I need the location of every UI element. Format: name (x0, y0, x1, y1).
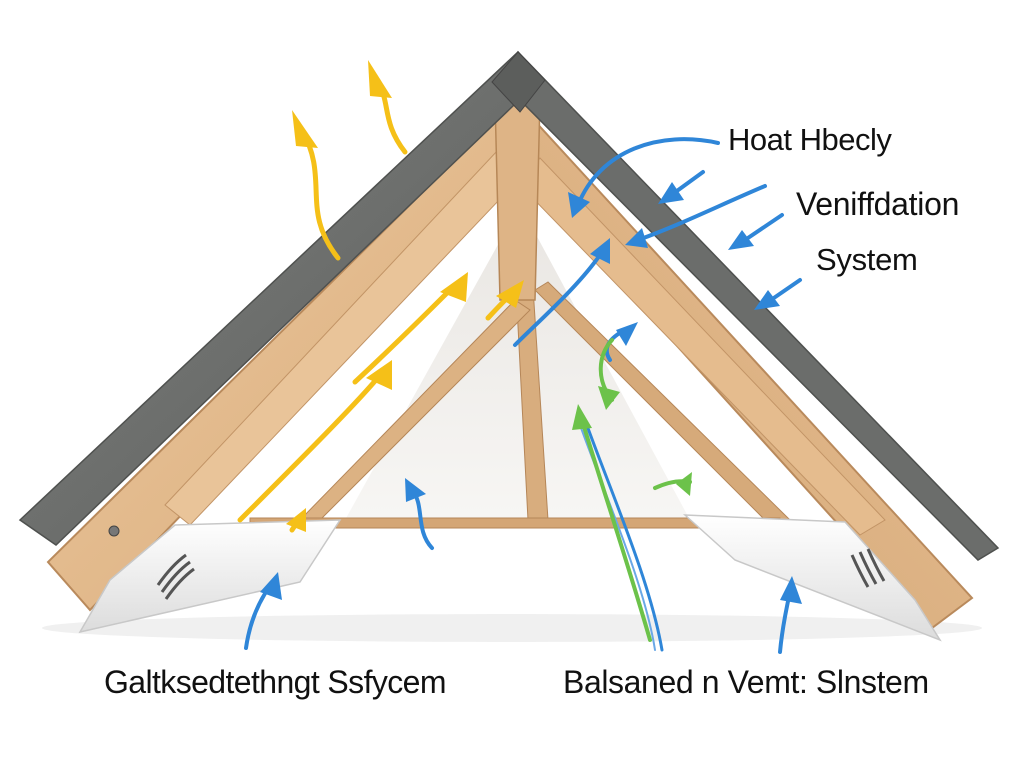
hot-air-arrow-icon (292, 110, 341, 261)
left-soffit-vent (78, 519, 342, 634)
hot-air-arrows (237, 60, 524, 533)
fresh-air-arrows (572, 338, 692, 642)
hot-air-arrow-icon (237, 360, 392, 523)
cool-air-arrow-icon (405, 478, 434, 550)
hot-air-arrow-icon (485, 280, 524, 321)
heat-label: Hoat Hbecly (728, 122, 892, 157)
ventilation-label: Veniffdation (796, 186, 960, 222)
left-caption: Galtksedtethngt Ssfycem (104, 664, 447, 700)
cool-air-arrows (244, 137, 802, 654)
system-label: System (816, 242, 918, 277)
cool-air-arrow-icon (658, 170, 705, 204)
cool-air-arrow-icon (625, 184, 767, 248)
right-caption: Balsaned n Vemt: Slnstem (563, 664, 929, 700)
cool-air-arrow-icon (728, 213, 784, 250)
fresh-air-arrow-icon (653, 472, 692, 496)
floor-shadow (42, 614, 982, 642)
cool-air-arrow-icon (513, 238, 610, 347)
hot-air-arrow-icon (368, 60, 408, 155)
right-soffit-vent (682, 514, 942, 642)
fresh-air-arrow-icon (572, 404, 652, 642)
ridge-board (494, 99, 541, 301)
cool-air-arrow-icon (244, 572, 282, 650)
ridge-cap (491, 51, 546, 113)
cool-air-arrow-icon (754, 278, 802, 310)
cool-air-arrow-icon (568, 137, 720, 218)
hot-air-arrow-icon (352, 272, 468, 385)
cool-air-arrow-icon (778, 576, 802, 654)
soffit-vent-icon (850, 548, 886, 588)
truss-webs (249, 209, 792, 529)
attic-interior (345, 205, 690, 520)
soffit-vent-icon (156, 553, 195, 600)
fresh-air-arrow-icon (598, 338, 620, 410)
hot-air-arrow-icon (286, 508, 306, 533)
bolt (108, 525, 120, 537)
